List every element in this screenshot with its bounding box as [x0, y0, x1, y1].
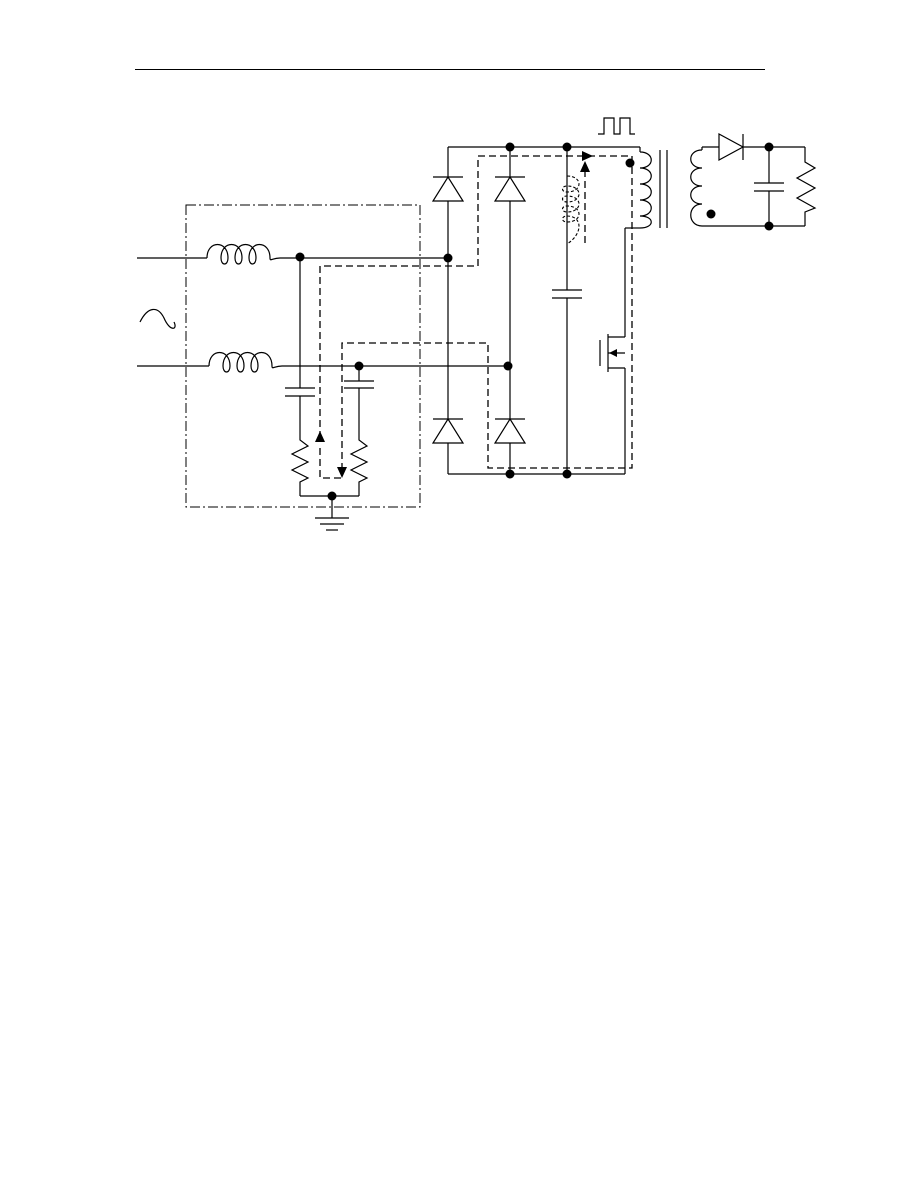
transformer-secondary-icon — [690, 149, 703, 227]
flyback-transformer — [639, 147, 703, 229]
mosfet-switch — [599, 227, 640, 474]
square-wave-icon — [598, 117, 635, 135]
mosfet-body-arrow — [609, 349, 617, 357]
inductor-icon — [208, 351, 283, 373]
diode-icon — [493, 175, 527, 202]
diode-icon — [718, 132, 745, 162]
primary-polarity-dot — [625, 158, 635, 168]
diode-icon — [431, 417, 465, 444]
bulk-capacitor — [552, 147, 582, 474]
transformer-primary-icon — [639, 151, 652, 229]
arrow-up-icon — [315, 431, 325, 442]
arrow-down-icon — [337, 467, 347, 478]
resistor-icon — [290, 434, 310, 496]
resistor-icon — [795, 147, 817, 226]
y-cap-branch-1 — [285, 256, 315, 496]
ac-input — [137, 257, 209, 367]
output-stage — [702, 132, 817, 227]
ground-icon — [315, 517, 349, 531]
noise-current-path — [315, 151, 633, 479]
diode-icon — [431, 175, 465, 202]
arrow-up-icon — [580, 161, 590, 172]
secondary-polarity-dot — [706, 209, 716, 219]
junction-dots — [295, 142, 774, 501]
emi-filter-boundary — [185, 204, 421, 508]
page-header-rule — [135, 69, 765, 70]
bridge-rectifier — [431, 146, 640, 475]
dashed-inductor-icon — [561, 175, 580, 245]
y-cap-branch-2 — [344, 364, 374, 496]
inductor-l1 — [206, 243, 448, 265]
resistor-icon — [349, 434, 369, 496]
inductor-icon — [206, 243, 281, 265]
ground-node — [300, 495, 359, 531]
diode-icon — [493, 417, 527, 444]
ac-source-icon — [139, 308, 176, 329]
arrow-right-icon — [582, 151, 593, 161]
